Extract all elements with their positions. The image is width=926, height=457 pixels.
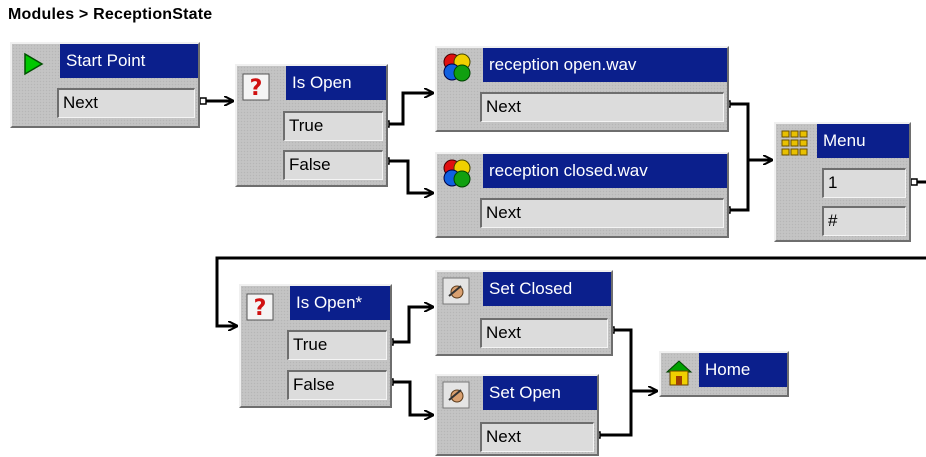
home-icon [665, 360, 693, 386]
wire-loop [215, 256, 926, 326]
condition-hash[interactable]: # [822, 206, 906, 236]
svg-text:?: ? [250, 76, 263, 101]
node-title: Start Point [60, 44, 198, 78]
question-mark-icon: ? [246, 293, 274, 321]
node-home[interactable]: Home [659, 351, 789, 397]
node-title: Is Open* [290, 286, 390, 320]
node-start-point[interactable]: Start Point Next [10, 42, 200, 128]
condition-next[interactable]: Next [57, 88, 195, 118]
node-title: Menu [817, 124, 909, 158]
node-title: Set Closed [483, 272, 611, 306]
svg-text:?: ? [254, 296, 267, 321]
node-is-open-star[interactable]: ? Is Open* True False [239, 284, 392, 408]
connector-start-next [199, 97, 207, 105]
node-title: reception open.wav [483, 48, 727, 82]
keypad-icon [781, 130, 808, 156]
question-mark-icon: ? [242, 73, 270, 101]
connector-menu-1 [910, 178, 918, 186]
condition-next[interactable]: Next [480, 318, 608, 348]
node-title: Set Open [483, 376, 597, 410]
condition-next[interactable]: Next [480, 92, 724, 122]
wire-isopen-true [388, 93, 433, 126]
play-icon [24, 52, 44, 76]
set-variable-icon [442, 277, 470, 305]
node-reception-closed-wav[interactable]: reception closed.wav Next [435, 152, 729, 238]
condition-1[interactable]: 1 [822, 168, 906, 198]
wire-isopen2-true [392, 307, 433, 344]
node-menu[interactable]: Menu 1 # [774, 122, 911, 242]
play-prompt-icon [443, 53, 471, 82]
node-title: Is Open [286, 66, 386, 100]
breadcrumb: Modules > ReceptionState [8, 6, 213, 23]
wire-isopen2-false [392, 380, 433, 415]
condition-next[interactable]: Next [480, 422, 594, 452]
condition-next[interactable]: Next [480, 198, 724, 228]
wire-open-next [729, 102, 772, 160]
node-title: reception closed.wav [483, 154, 727, 188]
node-set-open[interactable]: Set Open Next [435, 374, 599, 456]
wire-isopen-false [388, 159, 433, 193]
wire-closed-next [729, 160, 750, 212]
condition-true[interactable]: True [287, 330, 387, 360]
wire-setopen-next [599, 391, 633, 437]
node-is-open[interactable]: ? Is Open True False [235, 64, 388, 187]
wire-setclosed-next [613, 328, 657, 391]
condition-false[interactable]: False [283, 150, 383, 180]
set-variable-icon [442, 381, 470, 409]
condition-false[interactable]: False [287, 370, 387, 400]
node-title: Home [699, 353, 787, 387]
node-reception-open-wav[interactable]: reception open.wav Next [435, 46, 729, 132]
condition-true[interactable]: True [283, 111, 383, 141]
node-set-closed[interactable]: Set Closed Next [435, 270, 613, 356]
play-prompt-icon [443, 159, 471, 188]
